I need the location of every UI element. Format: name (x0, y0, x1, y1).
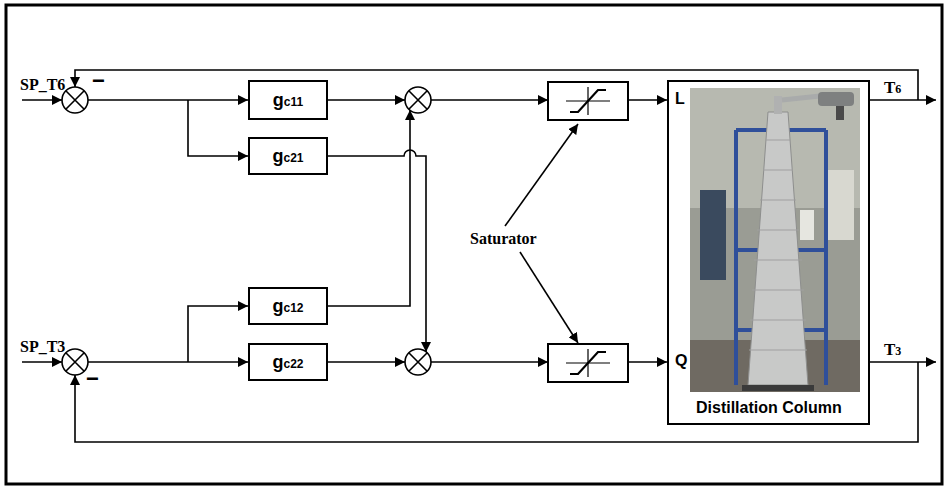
column-photo (800, 210, 814, 240)
controller-block: gc12 (248, 287, 328, 325)
signal-wire (188, 306, 248, 362)
input-name: L (675, 90, 685, 108)
signal-wire (88, 361, 248, 363)
signal-wire (188, 100, 248, 156)
signal-wire (431, 361, 548, 363)
saturator-symbol (566, 349, 610, 377)
block-name: gc22 (272, 352, 303, 373)
summing-junction (66, 353, 84, 371)
saturator-symbol (570, 90, 606, 112)
saturator-symbol (548, 82, 628, 120)
controller-block: gc11 (248, 80, 328, 120)
output-name: T6 (884, 78, 901, 98)
saturator-symbol (566, 87, 610, 115)
signal-wire (22, 70, 936, 442)
signal-wire (870, 99, 936, 101)
block-name: gc21 (272, 146, 303, 167)
column-photo (774, 96, 782, 114)
outer-frame (6, 5, 942, 484)
saturator-symbol (548, 82, 628, 382)
column-photo (690, 88, 860, 392)
controller-block: gc22 (248, 343, 328, 381)
summing-junction (62, 87, 88, 113)
summing-junction (66, 91, 84, 109)
summing-junction (409, 353, 427, 371)
signal-wire (328, 150, 426, 352)
plant-title: Distillation Column (696, 399, 842, 417)
summing-junction (62, 349, 88, 375)
plant-box: L Q Distillation Column (667, 80, 870, 425)
signal-wire (328, 99, 405, 101)
signal-wire (88, 99, 248, 101)
controller-block: gc21 (248, 137, 328, 175)
saturator-symbol (570, 352, 606, 374)
summing-junction (405, 349, 431, 375)
column-photo (836, 106, 844, 120)
signal-wire (628, 99, 667, 101)
signal-wire (328, 361, 405, 363)
summing-junction (405, 87, 431, 113)
column-photo (742, 385, 814, 391)
setpoint-name: SP_T6 (20, 76, 65, 94)
summing-junction (409, 91, 427, 109)
output-name: T3 (884, 340, 901, 360)
signal-wire (520, 252, 578, 343)
signal-wire (22, 99, 62, 101)
block-name: gc12 (272, 296, 303, 317)
signal-wire (328, 110, 410, 306)
sign-mark: − (92, 68, 105, 94)
block-name: gc11 (273, 90, 303, 111)
column-photo (826, 170, 854, 240)
column-photo (749, 140, 807, 350)
sign-mark: − (86, 366, 99, 392)
signal-wire (870, 361, 936, 363)
callout-label: Saturator (470, 230, 537, 248)
input-name: Q (675, 352, 687, 370)
saturator-symbol (548, 344, 628, 382)
column-photo (782, 96, 820, 100)
signal-wire (505, 124, 578, 226)
signal-wire (22, 361, 62, 363)
column-photo (700, 190, 726, 280)
setpoint-name: SP_T3 (20, 338, 65, 356)
signal-wire (431, 99, 548, 101)
summing-junction (62, 87, 431, 375)
column-photo (690, 88, 860, 392)
column-photo (818, 92, 854, 106)
signal-wire (628, 361, 667, 363)
column-photo (748, 112, 808, 385)
